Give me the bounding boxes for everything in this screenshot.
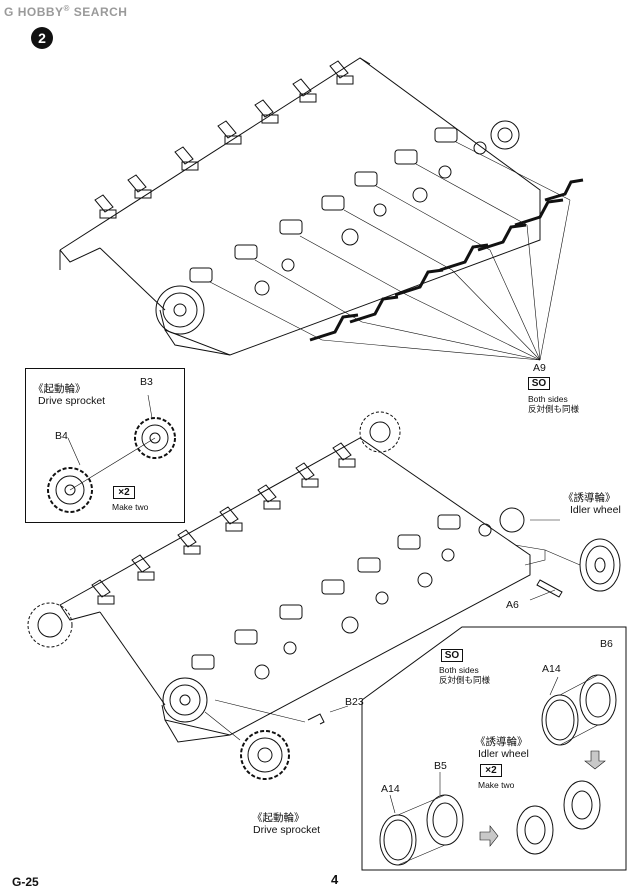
label-idler-jp: 《誘導輪》 xyxy=(563,492,616,504)
label-part-b6: B6 xyxy=(600,638,613,650)
idler-wheel-large xyxy=(530,519,621,592)
watermark-word: SEARCH xyxy=(73,5,128,19)
step-number: 2 xyxy=(38,30,46,46)
part-a9-arms xyxy=(309,178,584,342)
label-part-a9: A9 xyxy=(533,362,546,374)
label-part-b5: B5 xyxy=(434,760,447,772)
label-drive-sprocket-en: Drive sprocket xyxy=(253,824,321,836)
qty-badge-drive: ×2 xyxy=(113,486,135,499)
arrow-down-icon xyxy=(584,750,606,770)
part-a6 xyxy=(536,579,563,598)
watermark-brand: HOBBY xyxy=(17,5,64,19)
label-both-sides-jp-top: 反対側も同様 xyxy=(528,404,580,414)
inset-idler-title-en: Idler wheel xyxy=(478,748,529,760)
arrow-right-icon xyxy=(479,825,499,847)
inset-drive-title-en: Drive sprocket xyxy=(38,395,106,407)
suspension-row-bottom xyxy=(191,514,492,680)
inset-idler-art xyxy=(379,674,617,866)
leader-lines-a9 xyxy=(209,141,571,361)
swing-arm-row-bottom-upper xyxy=(91,442,356,605)
hull-top xyxy=(59,57,584,361)
inset-drive-sprocket-art xyxy=(47,394,176,513)
label-part-b23: B23 xyxy=(345,696,364,708)
watermark-logo: G xyxy=(4,5,14,19)
label-part-b4: B4 xyxy=(55,430,68,442)
so-badge-top: SO xyxy=(528,377,550,390)
suspension-row-lower xyxy=(189,127,487,296)
watermark-reg: ® xyxy=(63,4,70,13)
label-both-sides-idler: Both sides xyxy=(439,665,479,675)
label-make-two-drive: Make two xyxy=(112,502,149,512)
inset-idler-title-jp: 《誘導輪》 xyxy=(475,736,528,748)
label-drive-sprocket-jp: 《起動輪》 xyxy=(252,812,305,824)
part-b23 xyxy=(307,713,325,725)
label-part-a6: A6 xyxy=(506,599,519,611)
inset-drive-sprocket-box xyxy=(25,368,185,523)
drive-sprocket-large xyxy=(204,711,290,780)
label-make-two-idler: Make two xyxy=(478,780,515,790)
inset-drive-title-jp: 《起動輪》 xyxy=(33,383,86,395)
page-number: 4 xyxy=(331,872,339,887)
hull-bottom xyxy=(27,411,621,780)
watermark: G HOBBY® SEARCH xyxy=(4,4,127,19)
label-part-b3: B3 xyxy=(140,376,153,388)
step-number-badge: 2 xyxy=(31,27,53,49)
label-both-sides-jp-idler: 反対側も同様 xyxy=(439,675,491,685)
swing-arm-row-upper xyxy=(94,60,354,219)
label-idler-en: Idler wheel xyxy=(570,504,621,516)
qty-badge-idler: ×2 xyxy=(480,764,502,777)
label-part-a14-top: A14 xyxy=(542,663,561,675)
page-code: G-25 xyxy=(12,875,39,889)
label-part-a14-bottom: A14 xyxy=(381,783,400,795)
so-badge-idler: SO xyxy=(441,649,463,662)
label-both-sides-top: Both sides xyxy=(528,394,568,404)
